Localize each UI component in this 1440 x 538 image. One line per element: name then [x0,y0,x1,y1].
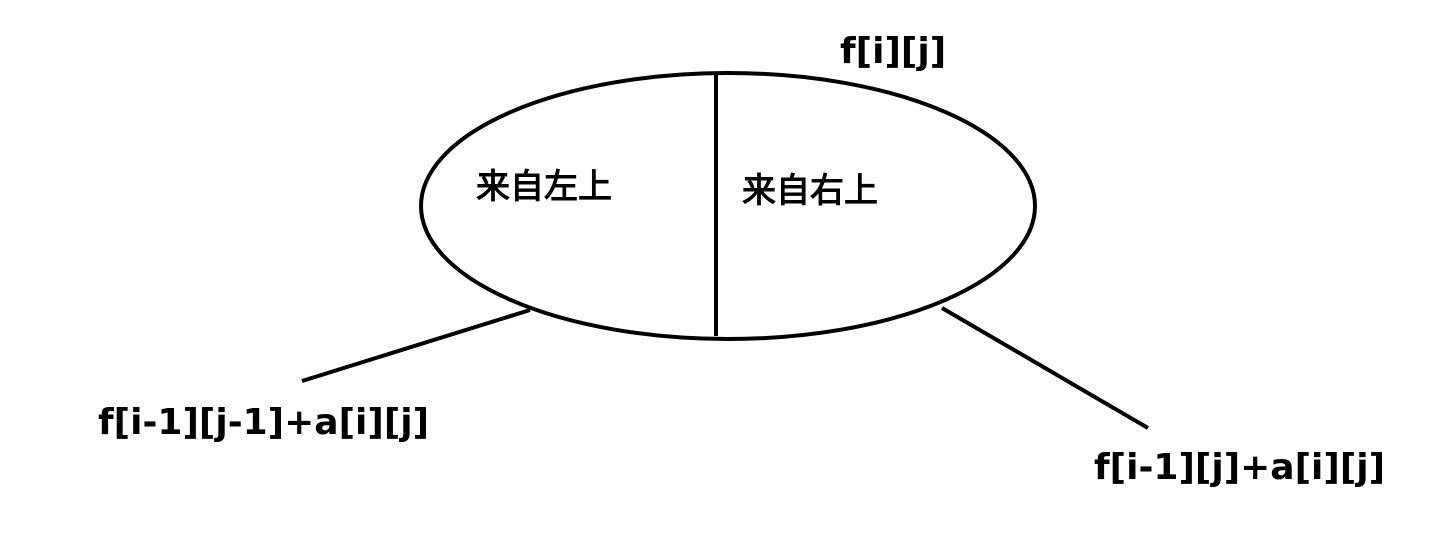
right-formula-label: f[i-1][j]+a[i][j] [1094,447,1386,488]
state-ellipse [419,71,1037,341]
right-connector-line [940,306,1150,430]
left-region-label: 来自左上 [476,167,612,207]
state-label: f[i][j] [840,31,947,72]
left-formula-label: f[i-1][j-1]+a[i][j] [98,402,430,443]
right-region-label: 来自右上 [742,171,878,211]
left-connector-line [301,308,531,383]
